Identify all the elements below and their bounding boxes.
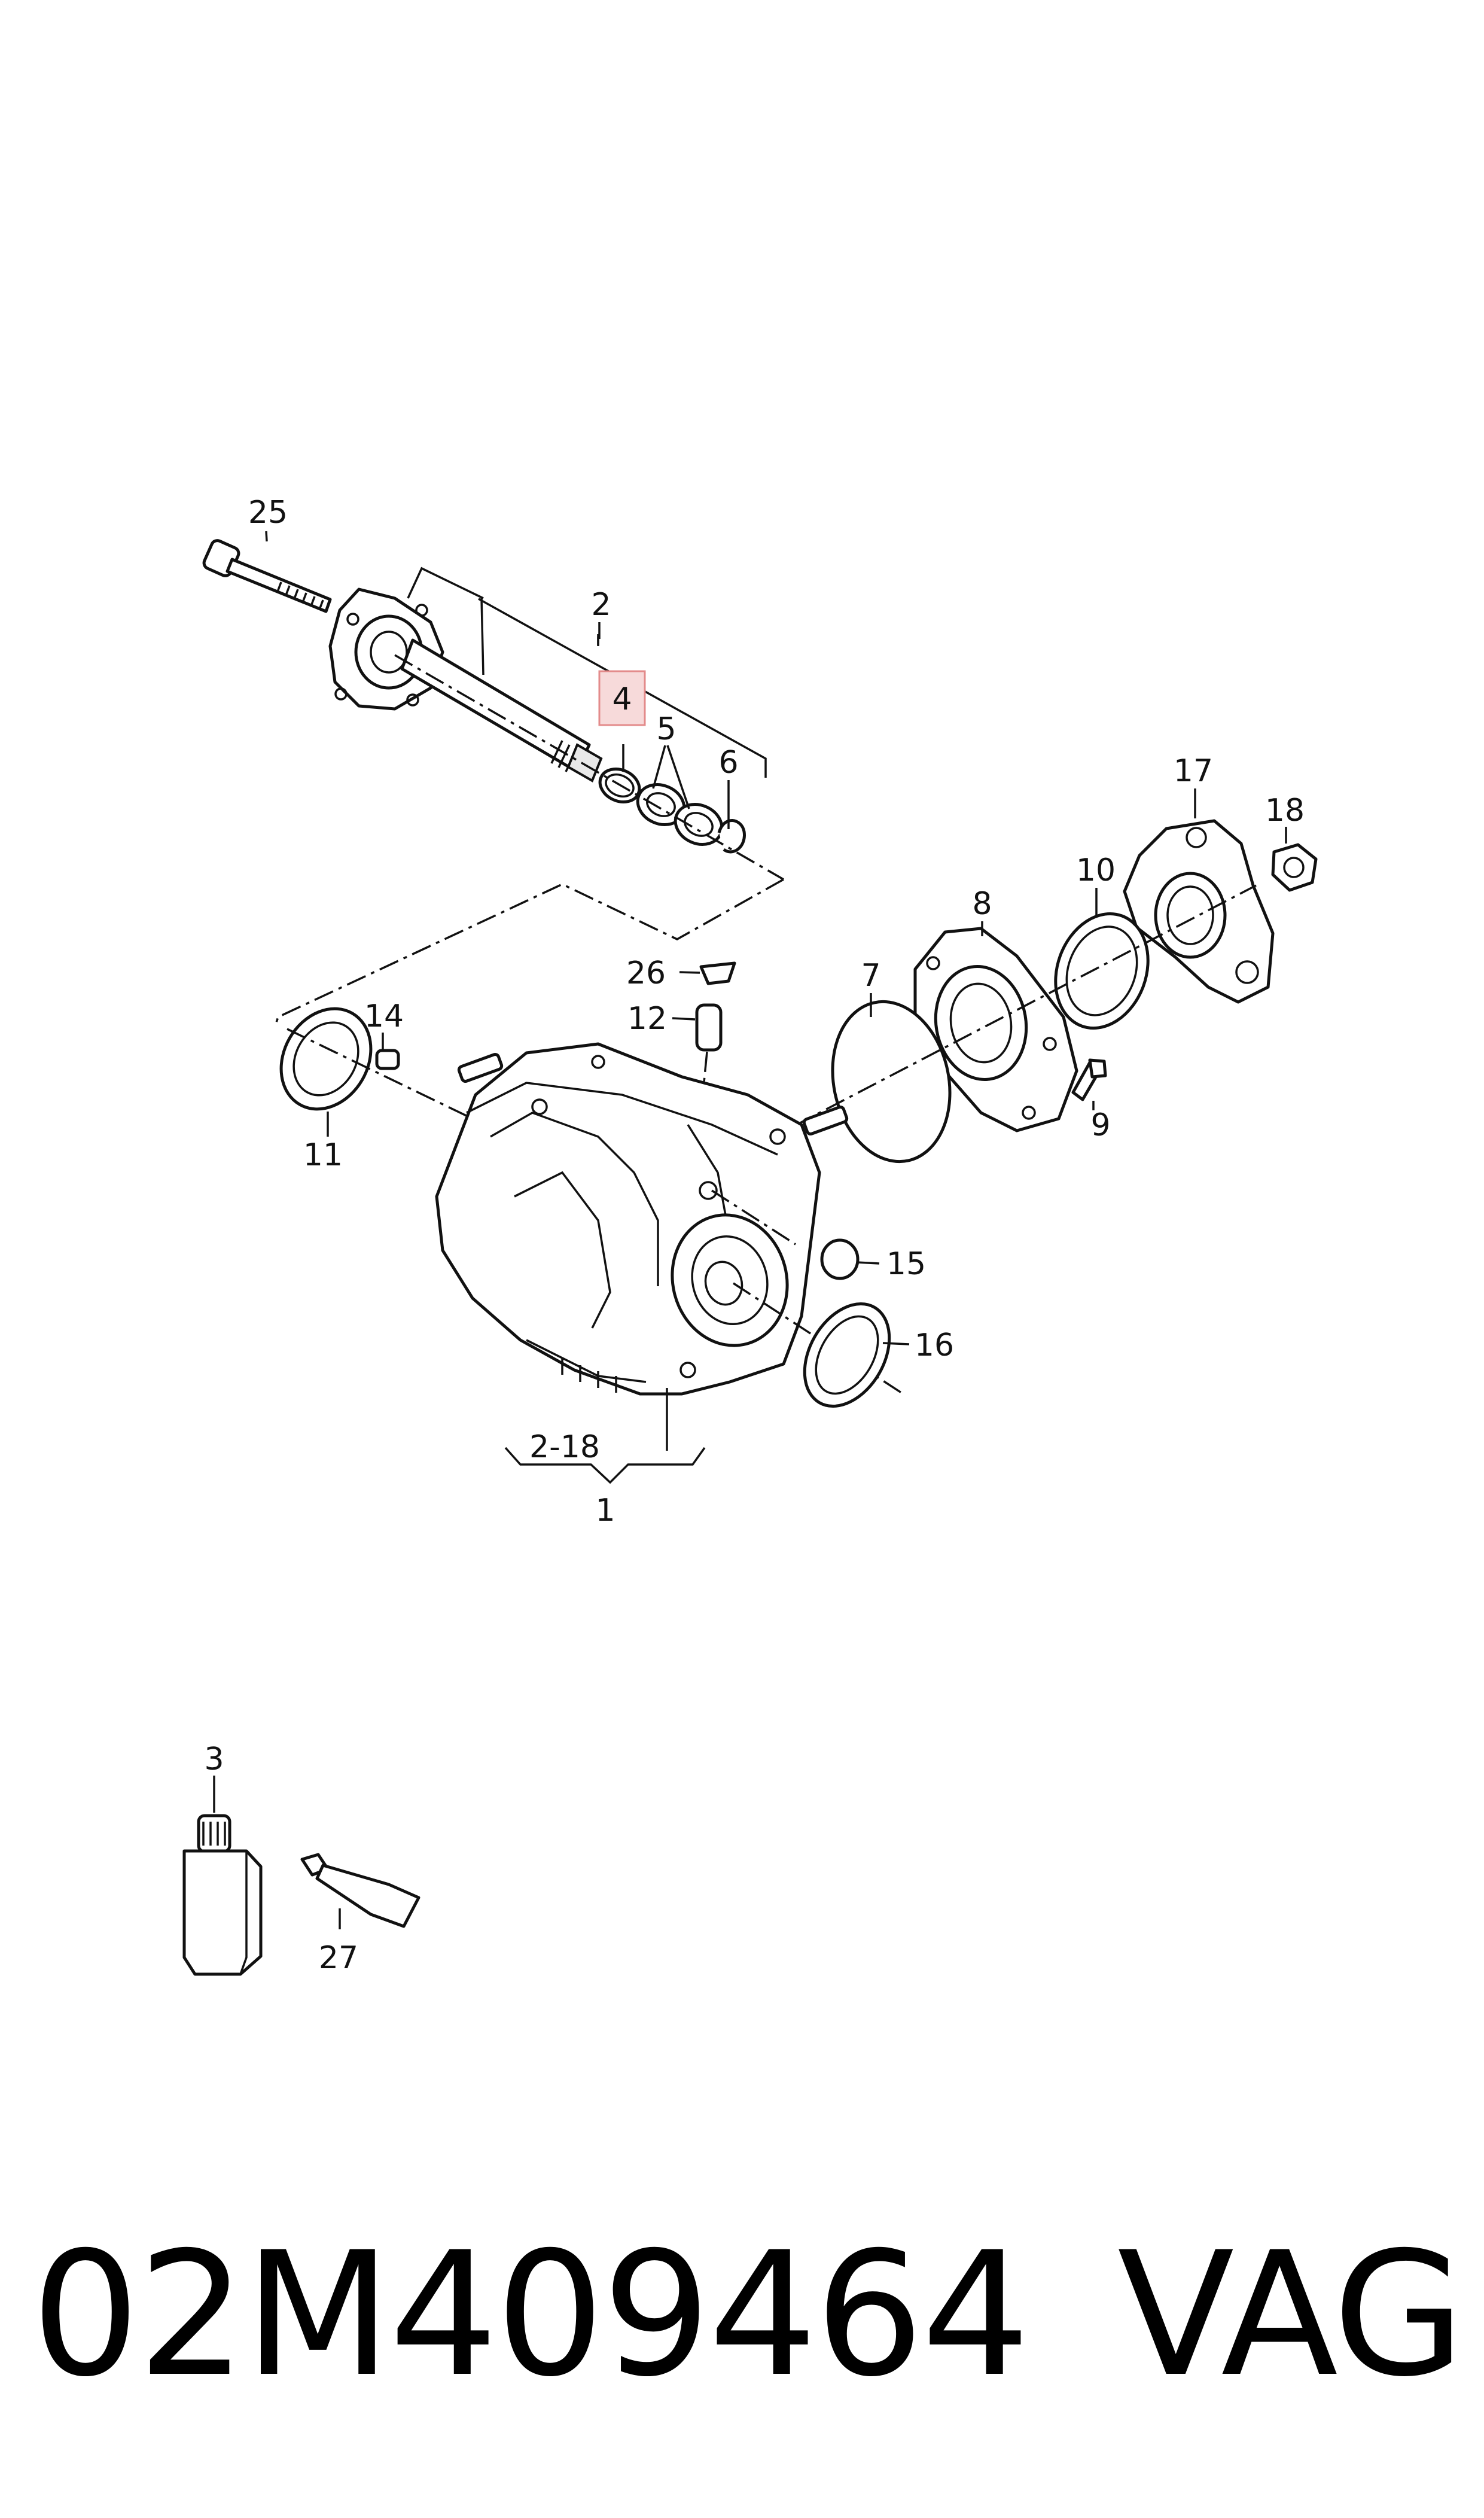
sealant-tube-27	[300, 1853, 420, 1929]
bolt-9	[1071, 1058, 1107, 1110]
callout-3: 3	[204, 1741, 224, 1777]
callout-9: 9	[1090, 1107, 1110, 1143]
callout-27: 27	[319, 1940, 358, 1976]
callout-4: 4	[612, 681, 632, 717]
callout-8: 8	[972, 886, 992, 922]
seal-16	[803, 1302, 910, 1408]
flange-17	[1123, 788, 1275, 1004]
callout-18: 18	[1265, 793, 1305, 829]
plug-26	[679, 961, 736, 985]
circlip-6	[717, 819, 746, 854]
callout-1: 1	[595, 1493, 615, 1529]
callout-17: 17	[1174, 753, 1213, 789]
bracket-2-18	[504, 1447, 706, 1484]
callout-2-18: 2-18	[529, 1429, 600, 1465]
callout-25: 25	[248, 495, 288, 531]
callout-10: 10	[1076, 852, 1116, 888]
callout-4-highlight	[598, 670, 646, 726]
plug-14	[375, 1033, 400, 1070]
part-number: 02M409464	[31, 2216, 1030, 2415]
callout-26: 26	[626, 955, 666, 991]
oil-bottle-3	[182, 1776, 263, 1976]
oring-7	[831, 993, 952, 1164]
cover-8	[913, 921, 1078, 1132]
gearbox-housing-1	[435, 1042, 849, 1451]
callout-12: 12	[627, 1001, 667, 1037]
bolt-25	[202, 539, 332, 613]
seal-10	[1054, 888, 1150, 1030]
brand-name: VAG	[1117, 2216, 1465, 2415]
bracket-2	[407, 567, 767, 778]
cap-15	[820, 1238, 880, 1280]
callout-5: 5	[656, 711, 676, 747]
nut-18	[1271, 827, 1318, 892]
callout-6: 6	[718, 745, 738, 781]
callout-11: 11	[303, 1137, 343, 1173]
callout-2: 2	[591, 587, 611, 623]
flange-shaft-2	[328, 587, 603, 783]
pin-12	[672, 1003, 723, 1052]
callout-14: 14	[364, 998, 404, 1034]
callout-7: 7	[861, 958, 880, 994]
callout-16: 16	[915, 1327, 954, 1363]
seal-11	[279, 1007, 373, 1137]
callout-15: 15	[886, 1246, 926, 1282]
bearing-5	[636, 783, 724, 846]
